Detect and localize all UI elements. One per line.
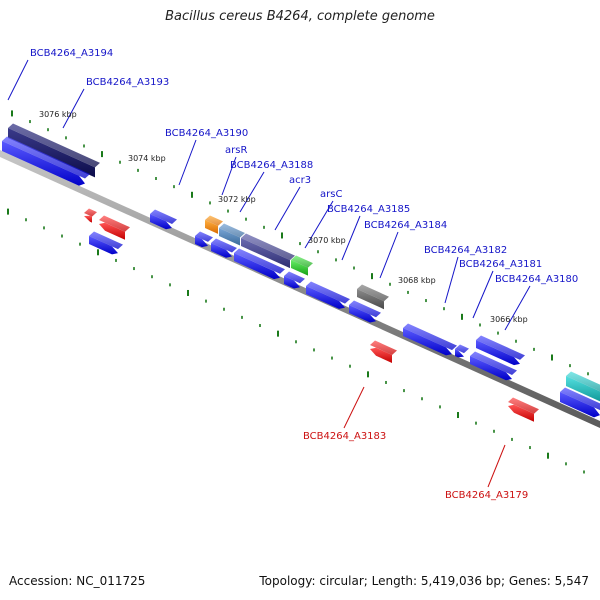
gene-arrow [403,328,452,356]
gene-arrow [211,243,232,258]
gene-top-face [349,300,381,318]
gene-arrow [205,220,218,234]
gene-arrow [284,276,300,289]
leader-line [221,156,237,196]
gene-top-face [211,238,237,253]
accession-text: Accession: NC_011725 [9,574,146,588]
gene-label: BCB4264_A3180 [495,274,578,285]
leader-line [274,186,301,231]
gene-top-face [284,271,305,284]
gene-top-face [291,255,313,268]
gene-top-face [508,397,539,414]
leader-line [379,231,399,279]
gene-label: BCB4264_A3183 [303,431,386,442]
gene-top-face [370,340,397,355]
gene-label: BCB4264_A3182 [424,245,507,256]
gene-arrow [508,404,534,422]
gene-arrow [241,238,290,269]
gene-arrow [560,392,600,418]
gene-label: BCB4264_A3194 [30,48,113,59]
gene-top-face [306,281,350,304]
gene-top-face [455,344,469,354]
leader-line [239,171,265,213]
gene-arrow [357,289,384,310]
leader-line [7,59,29,101]
gene-label: BCB4264_A3188 [230,160,313,171]
gene-arrow [306,286,345,309]
gene-label: BCB4264_A3179 [445,490,528,501]
gene-features [2,123,600,422]
tick-label: 3072 kbp [218,195,256,204]
gene-label: arsR [225,145,247,156]
tick-marks-lower [7,208,585,474]
map-title: Bacillus cereus B4264, complete genome [165,9,435,24]
gene-top-face [150,209,177,224]
gene-top-face [566,371,600,392]
tick-label: 3076 kbp [39,110,77,119]
genome-backbone [0,150,600,428]
gene-arrow [349,305,376,323]
gene-top-face [205,215,223,226]
gene-arrow [195,236,208,248]
gene-arrow [150,214,172,230]
leader-line [304,200,334,249]
gene-top-face [99,215,130,232]
gene-top-face [8,123,100,168]
leader-line [504,285,531,331]
gene-arrow [8,128,95,178]
gene-top-face [560,387,600,411]
gene-arrow [476,340,520,366]
leader-line [178,139,197,186]
tick-marks-upper [11,110,589,376]
gene-top-face [357,284,389,302]
label-leader-lines [7,59,531,488]
gene-top-face [195,231,213,242]
gene-top-face [84,208,97,217]
gene-arrow [89,236,118,255]
gene-label: BCB4264_A3185 [327,204,410,215]
gene-top-face [2,136,90,179]
leader-line [472,270,494,319]
leader-line [341,215,361,261]
gene-label: BCB4264_A3190 [165,128,248,139]
tick-label: 3074 kbp [128,154,166,163]
leader-line [62,88,85,129]
gene-top-face [241,233,295,261]
leader-line [343,386,365,429]
gene-arrow [370,347,392,363]
gene-arrow [99,222,125,240]
genome-summary-text: Topology: circular; Length: 5,419,036 bp… [259,574,589,588]
gene-arrow [470,356,512,381]
gene-label: BCB4264_A3184 [364,220,447,231]
gene-arrow [219,228,240,246]
gene-arrow [234,253,280,280]
gene-label: arsC [320,189,342,200]
gene-label: acr3 [289,175,311,186]
gene-top-face [234,248,285,274]
leader-line [444,256,459,304]
gene-label: BCB4264_A3181 [459,259,542,270]
gene-top-face [403,323,457,351]
gene-arrow [455,349,464,358]
tick-label: 3068 kbp [398,276,436,285]
gene-label: BCB4264_A3193 [86,77,169,88]
tick-label: 3070 kbp [308,236,346,245]
gene-arrow [566,376,600,402]
gene-top-face [89,231,123,250]
gene-top-face [476,335,525,360]
gene-top-face [470,351,517,375]
gene-top-face [219,223,245,238]
tick-label: 3066 kbp [490,315,528,324]
gene-arrow [84,215,92,223]
gene-arrow [2,141,85,186]
leader-line [487,444,506,488]
gene-arrow [291,260,308,276]
